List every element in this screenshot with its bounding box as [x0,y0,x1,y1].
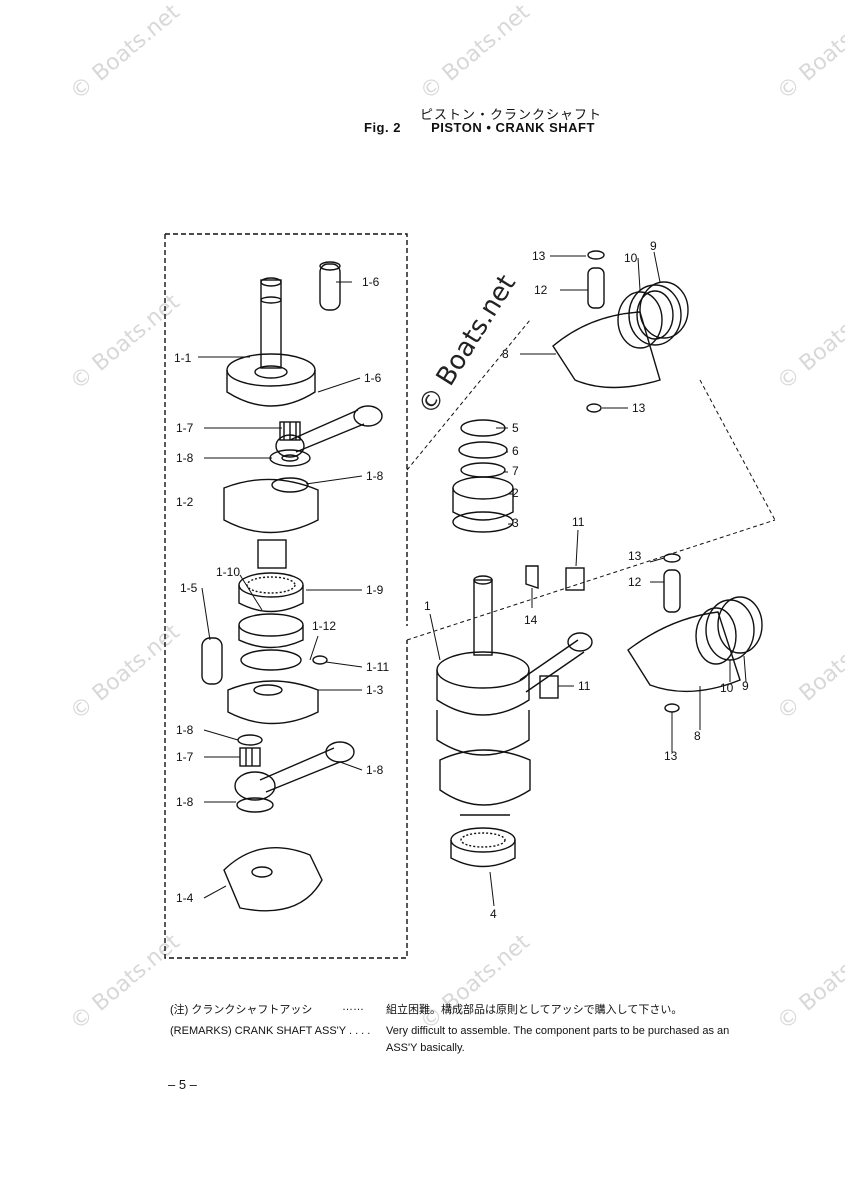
callout-13: 13 [532,249,546,263]
callout-1-7b: 1-7 [176,750,194,764]
callout-13d: 13 [664,749,678,763]
washer-1-8-lower [237,734,263,746]
callout-1-1: 1-1 [174,351,192,365]
crank-pin [319,261,341,311]
callout-12b: 12 [628,575,642,589]
callout-13c: 13 [628,549,642,563]
callout-9b: 9 [742,679,749,693]
crank-web-1-3 [227,680,319,725]
callout-1-6b: 1-6 [364,371,382,385]
callout-11b: 11 [578,679,591,693]
callout-labels: 1-6 1-1 1-6 1-7 1-8 1-8 1-2 1-10 1-5 1-9… [174,239,749,921]
callout-1-8: 1-8 [366,469,384,483]
crank-web-1-4 [223,847,323,912]
assembly-boundary [165,233,408,626]
callout-1-6c: 1-8 [176,451,194,465]
callout-1-7: 1-7 [176,421,194,435]
washer-lower-2 [236,797,274,813]
callout-1-5: 1-5 [180,581,198,595]
figure-title: Fig. 2 PISTON • CRANK SHAFT [364,120,595,135]
remarks-english-label: (REMARKS) CRANK SHAFT ASS'Y . . . . [170,1025,371,1037]
callout-3: 3 [512,516,519,530]
page-number: – 5 – [168,1077,197,1092]
callout-14: 14 [524,613,538,627]
remarks-japanese-label: (注) クランクシャフトアッシ [170,1004,313,1016]
connecting-rod-right [519,632,593,693]
callout-9: 9 [650,239,657,253]
clip-13-lower [663,553,681,713]
callout-1-8c: 1-8 [176,723,194,737]
callout-8b: 8 [694,729,701,743]
leader-lines [198,251,747,907]
callout-1-4: 1-4 [176,891,194,905]
callout-1-3: 1-3 [366,683,384,697]
crank-web-1-2 [223,478,319,569]
piston-upper [552,281,689,389]
main-bearing-1-9 [238,572,304,613]
callout-7: 7 [512,464,519,478]
piston-pin-upper [587,267,605,309]
bearing-upper [279,421,301,441]
remarks-japanese-dots: …… [342,1001,364,1013]
callout-13b: 13 [632,401,646,415]
clip-13-upper [586,250,605,413]
callout-5: 5 [512,421,519,435]
callout-1-2: 1-2 [176,495,194,509]
remarks-japanese-text: 組立困難。構成部品は原則としてアッシで購入して下さい。 [386,1004,683,1016]
remarks-english-text-cont: ASS'Y basically. [386,1042,465,1054]
bearing-11-lower [539,675,559,699]
key-14 [525,565,539,589]
callout-1: 1 [424,599,431,613]
callout-2: 2 [512,486,519,500]
bearing-4 [450,827,516,868]
callout-1-9: 1-9 [366,583,384,597]
remarks-english-text: Very difficult to assemble. The componen… [386,1025,730,1037]
crank-pin-1-5 [201,637,223,685]
piston-lower [627,596,763,693]
seal-1-10 [238,613,304,649]
ring-set [452,419,514,533]
callout-10b: 10 [720,681,734,695]
crank-upper-half [226,277,316,407]
piston-pin-lower [663,569,681,613]
bearing-11-upper [565,567,585,591]
callout-10: 10 [624,251,638,265]
callout-11: 11 [572,515,585,529]
pin-1-11 [312,655,328,665]
callout-8: 8 [502,347,509,361]
callout-1-6: 1-6 [362,275,380,289]
figure-title-english: PISTON • CRANK SHAFT [431,120,595,135]
callout-1-11: 1-11 [366,660,389,674]
callout-4: 4 [490,907,497,921]
figure-title-japanese: ピストン・クランクシャフト [420,107,603,122]
seal-lower [240,649,302,671]
figure-number: Fig. 2 [364,120,401,135]
bearing-lower [239,747,261,767]
callout-1-12: 1-12 [312,619,336,633]
callout-1-6d: 1-8 [366,763,384,777]
callout-6: 6 [512,444,519,458]
callout-12: 12 [534,283,548,297]
crankshaft-assembly [436,575,531,816]
callout-1-8d: 1-8 [176,795,194,809]
callout-1-10: 1-10 [216,565,240,579]
connecting-rod-lower [234,741,355,801]
